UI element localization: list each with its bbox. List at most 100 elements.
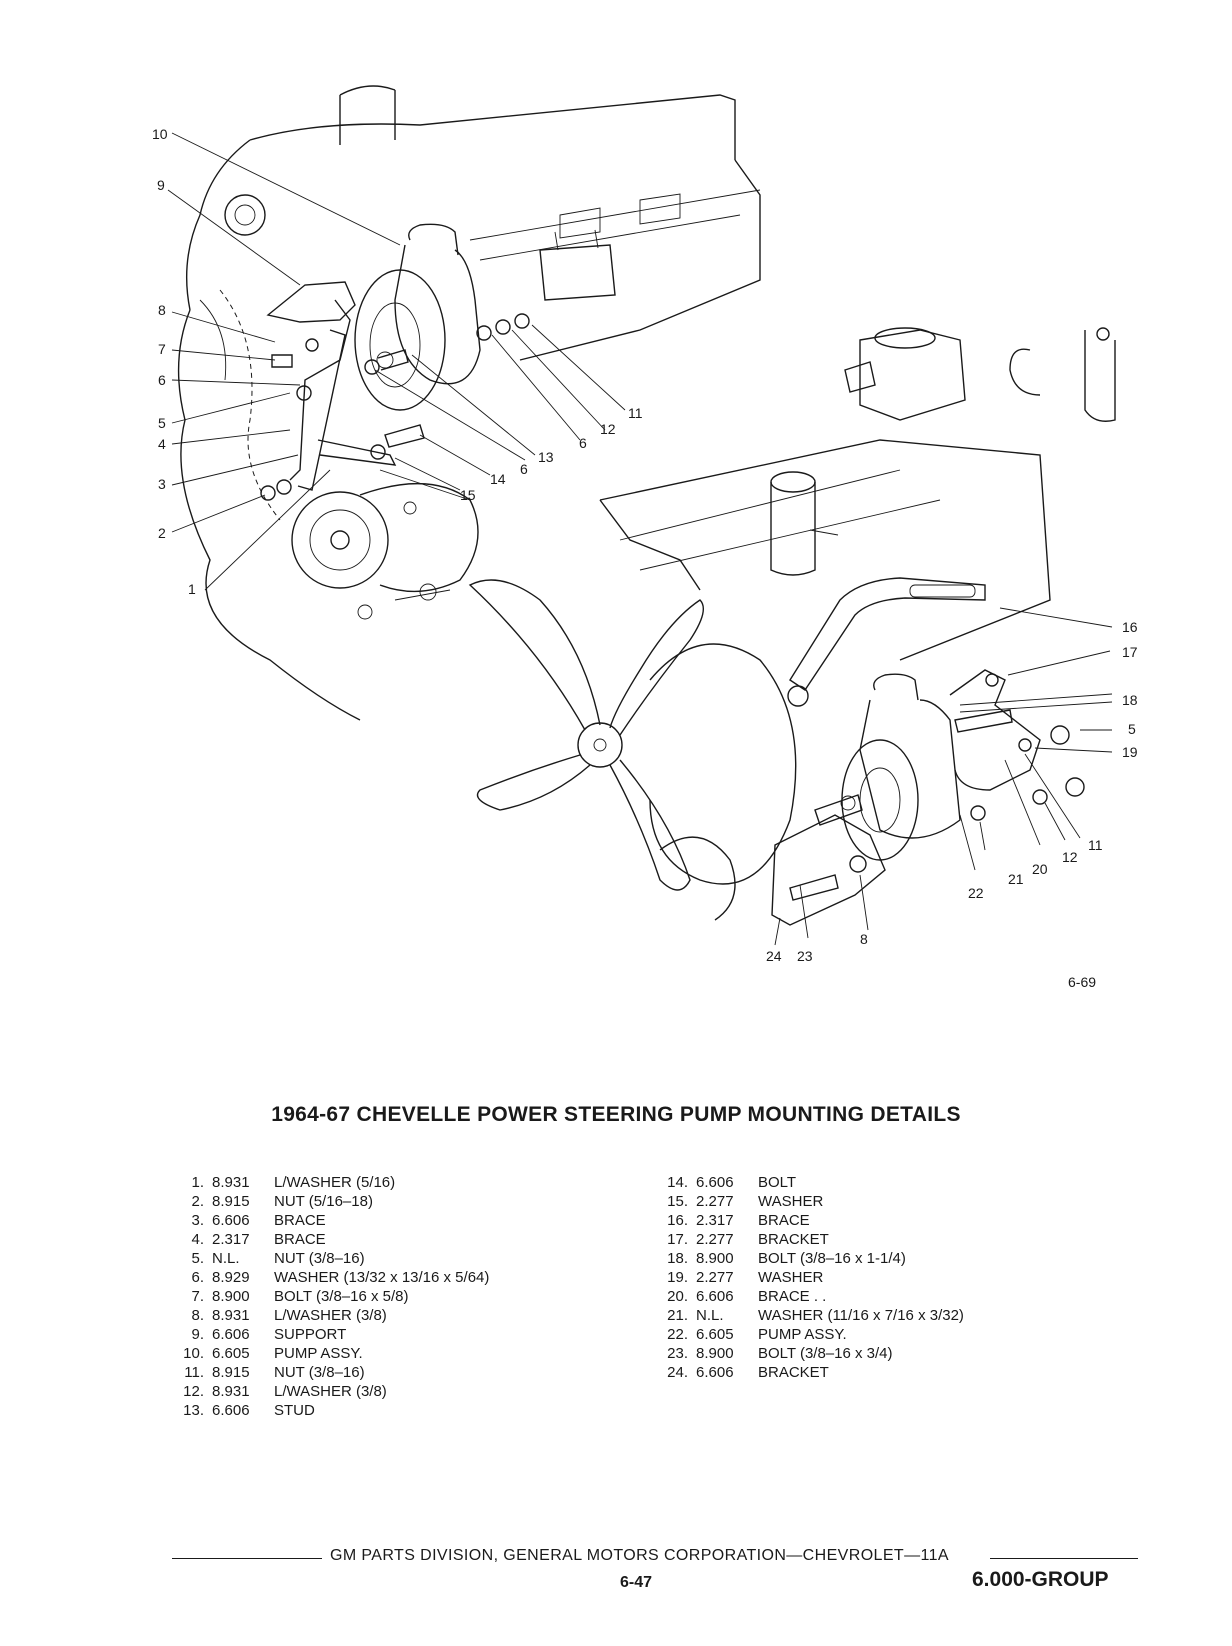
part-description: BRACKET bbox=[758, 1364, 829, 1381]
footer-text: GM PARTS DIVISION, GENERAL MOTORS CORPOR… bbox=[330, 1547, 949, 1564]
part-description: STUD bbox=[274, 1402, 315, 1419]
callout-15: 15 bbox=[460, 487, 476, 503]
part-description: L/WASHER (5/16) bbox=[274, 1174, 396, 1191]
part-number: 4. bbox=[191, 1231, 204, 1248]
part-number: 22. bbox=[667, 1326, 688, 1343]
part-number: 7. bbox=[191, 1288, 204, 1305]
group-label: 6.000-GROUP bbox=[972, 1568, 1109, 1591]
callout-5-lower: 5 bbox=[1128, 721, 1136, 737]
part-description: WASHER (13/32 x 13/16 x 5/64) bbox=[274, 1269, 490, 1286]
callout-2: 2 bbox=[158, 525, 166, 541]
page-title: 1964-67 CHEVELLE POWER STEERING PUMP MOU… bbox=[271, 1103, 961, 1126]
part-description: NUT (5/16–18) bbox=[274, 1193, 373, 1210]
callout-5: 5 bbox=[158, 415, 166, 431]
callout-24: 24 bbox=[766, 948, 782, 964]
part-description: L/WASHER (3/8) bbox=[274, 1383, 387, 1400]
leader-lines bbox=[167, 132, 1113, 946]
part-code: 2.277 bbox=[696, 1193, 734, 1210]
callout-11-upper: 11 bbox=[628, 405, 643, 421]
lower-engine-drawing bbox=[468, 327, 1116, 926]
part-code: N.L. bbox=[212, 1250, 240, 1267]
part-code: 6.606 bbox=[696, 1364, 734, 1381]
part-code: 8.931 bbox=[212, 1307, 250, 1324]
footer-rule-right bbox=[990, 1558, 1138, 1559]
part-description: PUMP ASSY. bbox=[758, 1326, 847, 1343]
callout-16: 16 bbox=[1122, 619, 1138, 635]
part-row: 15. 2.277 WASHER bbox=[652, 1192, 964, 1211]
part-description: L/WASHER (3/8) bbox=[274, 1307, 387, 1324]
part-code: 8.931 bbox=[212, 1383, 250, 1400]
callout-22: 22 bbox=[968, 885, 984, 901]
callout-labels-lower: 16 17 18 5 19 11 12 20 21 22 8 24 23 bbox=[766, 619, 1138, 964]
callout-6-upper-c: 6 bbox=[520, 461, 528, 477]
part-code: 6.606 bbox=[212, 1212, 250, 1229]
part-row: 17. 2.277 BRACKET bbox=[652, 1230, 964, 1249]
part-code: 6.606 bbox=[696, 1174, 734, 1191]
callout-12-upper: 12 bbox=[600, 421, 616, 437]
part-number: 2. bbox=[191, 1193, 204, 1210]
part-description: WASHER (11/16 x 7/16 x 3/32) bbox=[758, 1307, 964, 1324]
part-code: 8.900 bbox=[696, 1250, 734, 1267]
part-number: 20. bbox=[667, 1288, 688, 1305]
callout-8-lower: 8 bbox=[860, 931, 868, 947]
part-number: 16. bbox=[667, 1212, 688, 1229]
part-description: BOLT (3/8–16 x 1-1/4) bbox=[758, 1250, 906, 1267]
part-number: 14. bbox=[667, 1174, 688, 1191]
part-row: 22. 6.605 PUMP ASSY. bbox=[652, 1325, 964, 1344]
upper-engine-drawing bbox=[177, 85, 761, 721]
callout-4: 4 bbox=[158, 436, 166, 452]
part-description: WASHER bbox=[758, 1193, 824, 1210]
callout-20: 20 bbox=[1032, 861, 1048, 877]
part-number: 17. bbox=[667, 1231, 688, 1248]
callout-labels-upper: 10 9 8 7 6 5 4 3 2 1 11 12 6 13 6 14 15 bbox=[152, 126, 643, 597]
part-code: 2.317 bbox=[696, 1212, 734, 1229]
callout-10: 10 bbox=[152, 126, 168, 142]
callout-13: 13 bbox=[538, 449, 554, 465]
page-number: 6-47 bbox=[620, 1574, 653, 1591]
part-description: BRACE bbox=[274, 1212, 326, 1229]
part-row: 24. 6.606 BRACKET bbox=[652, 1363, 964, 1382]
part-code: N.L. bbox=[696, 1307, 724, 1324]
part-row: 5.N.L.NUT (3/8–16) bbox=[168, 1249, 489, 1268]
part-row: 8. 8.931 L/WASHER (3/8) bbox=[168, 1306, 489, 1325]
part-code: 8.900 bbox=[696, 1345, 734, 1362]
part-code: 8.900 bbox=[212, 1288, 250, 1305]
part-row: 11. 8.915 NUT (3/8–16) bbox=[168, 1363, 489, 1382]
callout-17: 17 bbox=[1122, 644, 1138, 660]
part-description: BRACKET bbox=[758, 1231, 829, 1248]
exploded-view-illustration: 10 9 8 7 6 5 4 3 2 1 11 12 6 13 6 14 15 … bbox=[152, 85, 1138, 964]
figure-reference: 6-69 bbox=[1068, 974, 1097, 990]
callout-8: 8 bbox=[158, 302, 166, 318]
part-description: BRACE . . bbox=[758, 1288, 827, 1305]
part-code: 6.605 bbox=[696, 1326, 734, 1343]
part-number: 15. bbox=[667, 1193, 688, 1210]
part-number: 11. bbox=[184, 1364, 204, 1381]
part-number: 24. bbox=[667, 1364, 688, 1381]
part-code: 2.317 bbox=[212, 1231, 250, 1248]
callout-6: 6 bbox=[158, 372, 166, 388]
part-description: NUT (3/8–16) bbox=[274, 1364, 365, 1381]
part-code: 2.277 bbox=[696, 1231, 734, 1248]
part-code: 8.929 bbox=[212, 1269, 250, 1286]
part-row: 21.N.L.WASHER (11/16 x 7/16 x 3/32) bbox=[652, 1306, 964, 1325]
part-number: 8. bbox=[191, 1307, 204, 1324]
part-code: 2.277 bbox=[696, 1269, 734, 1286]
part-number: 12. bbox=[183, 1383, 204, 1400]
part-code: 8.915 bbox=[212, 1364, 250, 1381]
callout-14: 14 bbox=[490, 471, 506, 487]
part-number: 5. bbox=[191, 1250, 204, 1267]
callout-21: 21 bbox=[1008, 871, 1024, 887]
part-description: BOLT (3/8–16 x 3/4) bbox=[758, 1345, 893, 1362]
